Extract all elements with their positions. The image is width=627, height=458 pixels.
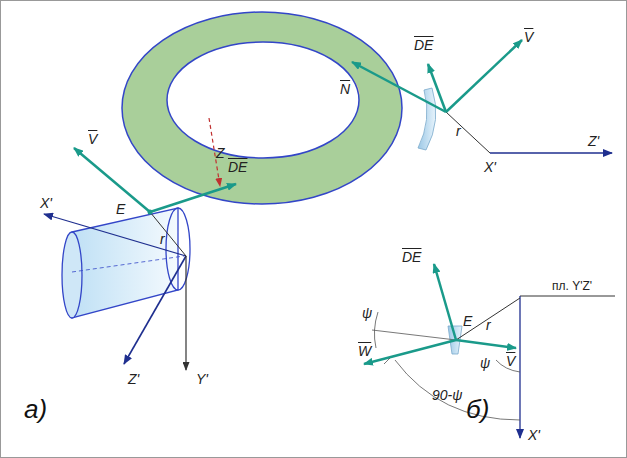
label: r (486, 318, 491, 332)
label: 90-ψ (432, 388, 462, 402)
label: пл. Y'Z' (552, 280, 592, 292)
label: V (506, 354, 515, 368)
label: б) (466, 396, 489, 422)
label: ψ (480, 356, 490, 370)
label: Z (216, 146, 225, 160)
label: DE (402, 250, 421, 264)
label: Z' (588, 134, 599, 148)
label: W (358, 344, 371, 358)
label: а) (24, 396, 47, 422)
label: V (524, 30, 533, 44)
label: E (116, 202, 125, 216)
label: r (456, 124, 461, 138)
label: ψ (362, 306, 372, 320)
label: X' (40, 196, 52, 210)
label: DE (228, 160, 247, 174)
label: E (463, 314, 472, 328)
label: DE (414, 38, 433, 52)
label: N (340, 82, 350, 96)
label: Z' (128, 372, 139, 386)
label: r (160, 232, 165, 246)
label: X' (528, 428, 540, 442)
label: X' (484, 160, 496, 174)
label: Y' (196, 372, 208, 386)
label: V (88, 132, 97, 146)
